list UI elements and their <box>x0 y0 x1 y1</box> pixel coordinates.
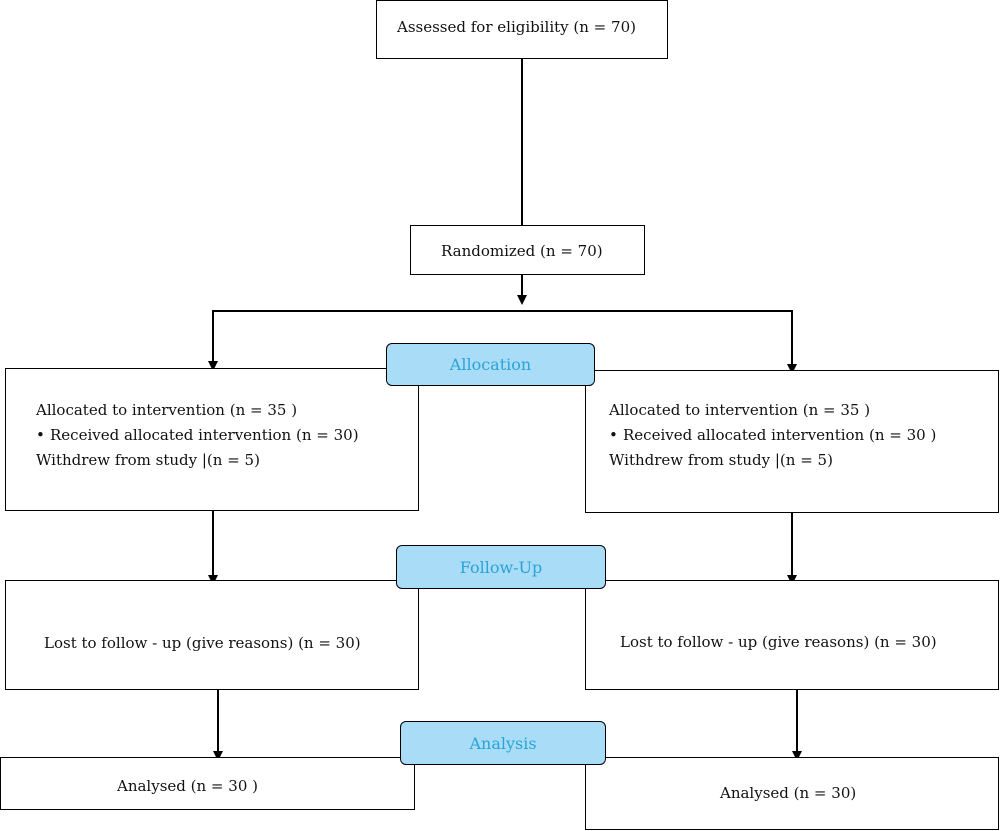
left-lost-text: Lost to follow - up (give reasons) (n = … <box>44 634 361 652</box>
left-analysed-text: Analysed (n = 30 ) <box>117 777 258 795</box>
randomized-text: Randomized (n = 70) <box>441 242 603 260</box>
connector-split <box>212 310 793 367</box>
right-withdrew-text: Withdrew from study |(n = 5) <box>609 451 833 469</box>
right-received-text: •Received allocated intervention (n = 30… <box>609 426 937 444</box>
right-allocation-box: Allocated to intervention (n = 35 ) •Rec… <box>585 370 999 513</box>
right-allocated-text: Allocated to intervention (n = 35 ) <box>609 401 871 419</box>
right-analysis-box: Analysed (n = 30) <box>585 757 999 830</box>
right-followup-box: Lost to follow - up (give reasons) (n = … <box>585 580 999 690</box>
bullet-icon: • <box>36 426 45 444</box>
left-withdrew-text: Withdrew from study |(n = 5) <box>36 451 260 469</box>
left-followup-box: Lost to follow - up (give reasons) (n = … <box>5 580 419 690</box>
bullet-icon: • <box>609 426 618 444</box>
randomized-box: Randomized (n = 70) <box>410 225 645 275</box>
left-allocated-text: Allocated to intervention (n = 35 ) <box>36 401 298 419</box>
right-analysed-text: Analysed (n = 30) <box>720 784 857 802</box>
left-allocation-box: Allocated to intervention (n = 35 ) •Rec… <box>5 368 419 511</box>
followup-label: Follow-Up <box>396 545 606 589</box>
analysis-label: Analysis <box>400 721 606 765</box>
right-lost-text: Lost to follow - up (give reasons) (n = … <box>620 633 937 651</box>
eligibility-text: Assessed for eligibility (n = 70) <box>397 18 636 36</box>
allocation-label: Allocation <box>386 343 595 386</box>
left-analysis-box: Analysed (n = 30 ) <box>0 757 415 810</box>
left-received-text: •Received allocated intervention (n = 30… <box>36 426 359 444</box>
eligibility-box: Assessed for eligibility (n = 70) <box>376 0 668 59</box>
